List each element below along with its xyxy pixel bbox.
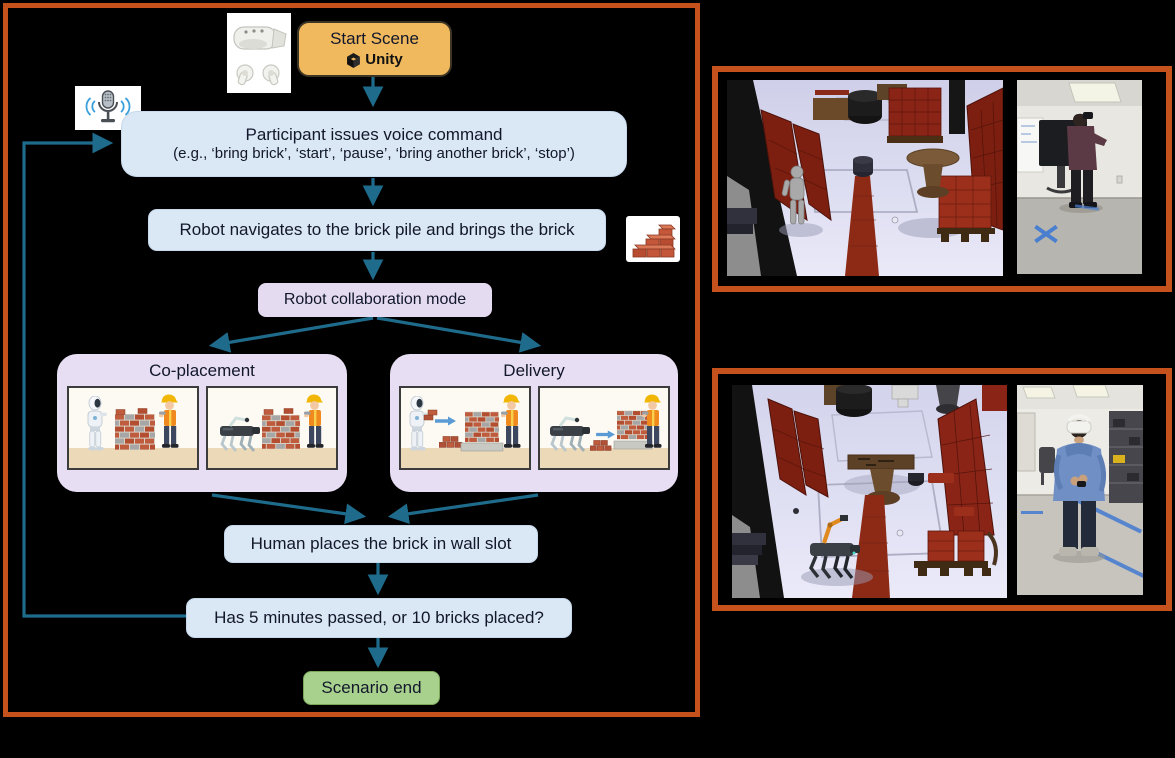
brick-pile-icon <box>626 216 680 262</box>
scenario-end-label: Scenario end <box>321 678 422 698</box>
co-placement-humanoid-illustration <box>66 386 199 471</box>
panel-bottom-scene <box>712 368 1172 611</box>
co-placement-quadruped-illustration <box>205 386 338 471</box>
delivery-illustrations <box>398 386 670 471</box>
node-voice-command: Participant issues voice command (e.g., … <box>121 111 627 177</box>
node-start-scene: Start Scene Unity <box>297 21 452 77</box>
node-collaboration-mode: Robot collaboration mode <box>258 283 492 317</box>
participant-bottom <box>1053 414 1107 563</box>
place-brick-label: Human places the brick in wall slot <box>250 534 512 554</box>
voice-command-line2: (e.g., ‘bring brick’, ‘start’, ‘pause’, … <box>173 145 575 163</box>
unity-label: Unity <box>365 51 403 69</box>
virtual-scene-avatar <box>727 80 1003 276</box>
shelving-unit <box>1109 411 1143 503</box>
start-scene-label: Start Scene <box>330 29 419 48</box>
delivery-quadruped-illustration <box>537 386 670 471</box>
node-check-condition: Has 5 minutes passed, or 10 bricks place… <box>186 598 572 638</box>
robot-navigates-label: Robot navigates to the brick pile and br… <box>179 220 575 240</box>
unity-logo-icon <box>347 53 361 69</box>
node-co-placement: Co-placement <box>57 354 347 492</box>
robot-dog <box>809 515 860 580</box>
node-delivery: Delivery <box>390 354 678 492</box>
collaboration-mode-label: Robot collaboration mode <box>283 291 467 308</box>
real-scene-participant <box>1017 80 1142 274</box>
check-condition-label: Has 5 minutes passed, or 10 bricks place… <box>214 608 544 628</box>
virtual-scene-robot-dog <box>732 385 1007 598</box>
real-scene-participant-hoodie <box>1017 385 1143 595</box>
node-place-brick: Human places the brick in wall slot <box>224 525 538 563</box>
node-scenario-end: Scenario end <box>303 671 440 705</box>
co-placement-label: Co-placement <box>149 361 255 380</box>
node-robot-navigates: Robot navigates to the brick pile and br… <box>148 209 606 251</box>
participant-top <box>1059 110 1109 213</box>
vr-headset-icon <box>227 13 291 93</box>
delivery-label: Delivery <box>503 361 565 380</box>
co-placement-illustrations <box>66 386 338 471</box>
delivery-humanoid-illustration <box>398 386 531 471</box>
panel-top-scene <box>712 66 1172 292</box>
unity-logo-row: Unity <box>346 51 403 70</box>
voice-command-line1: Participant issues voice command <box>245 125 503 144</box>
